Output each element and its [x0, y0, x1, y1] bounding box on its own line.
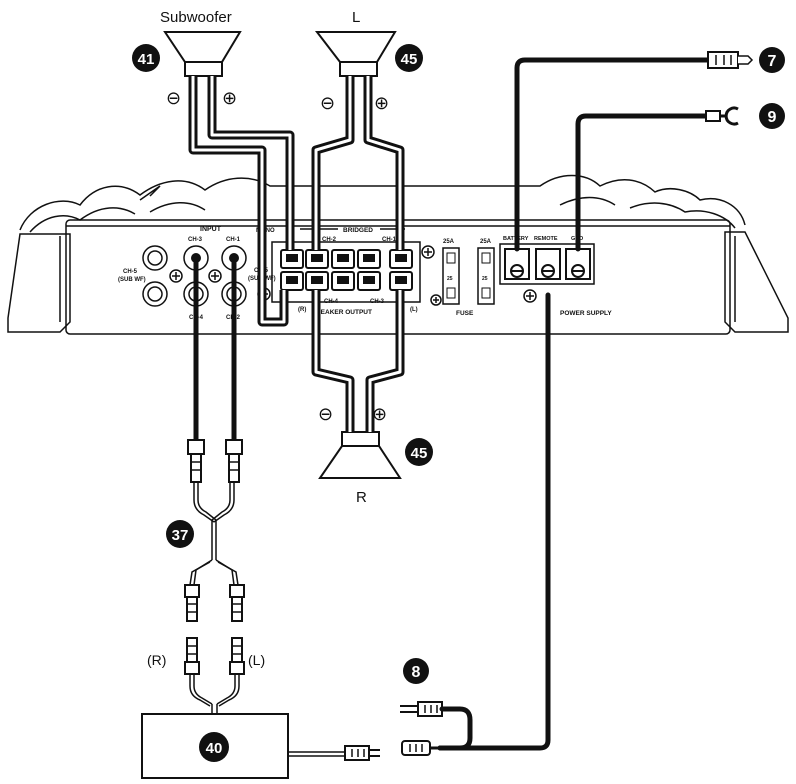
rca-left-label: (L) [248, 652, 265, 668]
right-speaker-wires [311, 290, 405, 432]
input-ch3-label: CH-3 [188, 237, 203, 243]
remote-label: REMOTE [534, 236, 558, 242]
badge-7: 7 [759, 47, 785, 73]
input-label: INPUT [200, 226, 222, 233]
svg-text:45: 45 [401, 51, 418, 68]
ground-wire [575, 113, 711, 252]
power-supply-label: POWER SUPPLY [560, 310, 612, 317]
left-speaker-icon [314, 31, 397, 77]
subwoofer-label: Subwoofer [160, 9, 232, 26]
rca-right-label: (R) [147, 652, 166, 668]
input-ch1-label: CH-1 [226, 237, 241, 243]
sub-minus-mark: ⊖ [166, 88, 181, 108]
remote-extension-lead [400, 701, 473, 756]
battery-wire [514, 57, 711, 252]
left-speaker-wires [311, 76, 405, 250]
left-minus-mark: ⊖ [320, 93, 335, 113]
power-supply-section: BATTERY REMOTE GND POWER SUPPLY [499, 236, 612, 317]
fuse-b-rating: 25A [480, 239, 492, 245]
right-minus-mark: ⊖ [318, 404, 333, 424]
mount-screw-icon [169, 269, 183, 283]
svg-text:37: 37 [172, 527, 189, 544]
battery-terminal[interactable] [504, 248, 530, 280]
remote-wire [437, 292, 551, 751]
terminal-row-top[interactable] [280, 249, 413, 269]
gnd-terminal[interactable] [565, 248, 591, 280]
input-ch5-label: CH-5 [123, 269, 138, 275]
mount-screw-icon [208, 269, 222, 283]
svg-text:8: 8 [412, 664, 421, 681]
out-ch1-label: CH-1 [382, 237, 397, 243]
sub-plus-mark: ⊕ [222, 88, 237, 108]
right-plus-mark: ⊕ [372, 404, 387, 424]
badge-45-top: 45 [395, 44, 423, 72]
subwoofer-wires [188, 76, 295, 327]
remote-terminal[interactable] [535, 248, 561, 280]
rca-input-section: INPUT CH-3 CH-1 CH-4 CH-2 CH-5 (SUB WF) [118, 226, 247, 321]
subwoofer-speaker-icon [163, 31, 242, 77]
right-speaker-icon [318, 431, 402, 479]
rca-jack-ch5b[interactable] [142, 281, 168, 307]
fuse-a-value: 25 [447, 276, 453, 282]
fuse-label: FUSE [456, 310, 474, 317]
head-unit-remote-lead [288, 745, 380, 761]
mount-screw-icon [430, 294, 442, 306]
out-l-mark: (L) [410, 307, 418, 313]
fuse-section: 25A 25A 25 25 FUSE [430, 239, 495, 317]
svg-text:40: 40 [206, 740, 223, 757]
badge-37: 37 [166, 520, 194, 548]
out-ch2-label: CH-2 [322, 237, 337, 243]
badge-45-bottom: 45 [405, 438, 433, 466]
fuse-b-value: 25 [482, 276, 488, 282]
rca-head-unit-cable [184, 637, 245, 714]
svg-text:9: 9 [768, 109, 777, 126]
terminal-row-bottom[interactable] [280, 271, 413, 291]
mount-screw-icon [421, 245, 435, 259]
left-plus-mark: ⊕ [374, 93, 389, 113]
badge-41: 41 [132, 44, 160, 72]
svg-text:7: 7 [768, 53, 777, 70]
fuse-holder-connector-icon [707, 51, 754, 69]
rca-cable [184, 255, 245, 622]
svg-text:45: 45 [411, 445, 428, 462]
fuse-a-rating: 25A [443, 239, 455, 245]
ring-terminal-icon [705, 106, 739, 126]
badge-8: 8 [403, 658, 429, 684]
fuse-b[interactable]: 25 [477, 247, 495, 305]
mount-screw-icon [523, 289, 537, 303]
rca-jack-ch5a[interactable] [142, 245, 168, 271]
right-speaker-label: R [356, 489, 367, 506]
out-r-mark: (R) [298, 307, 306, 313]
badge-9: 9 [759, 103, 785, 129]
left-speaker-label: L [352, 9, 360, 26]
speaker-output-terminals: BRIDGED CH-2 CH-1 CH-4 CH-3 (R) (L) SPEA… [271, 227, 435, 316]
bridged-label: BRIDGED [343, 227, 373, 234]
input-subwf-label: (SUB WF) [118, 277, 146, 283]
fuse-a[interactable]: 25 [442, 247, 460, 305]
badge-40: 40 [199, 732, 229, 762]
speaker-output-label: SPEAKER OUTPUT [312, 309, 372, 316]
svg-text:41: 41 [138, 51, 155, 68]
